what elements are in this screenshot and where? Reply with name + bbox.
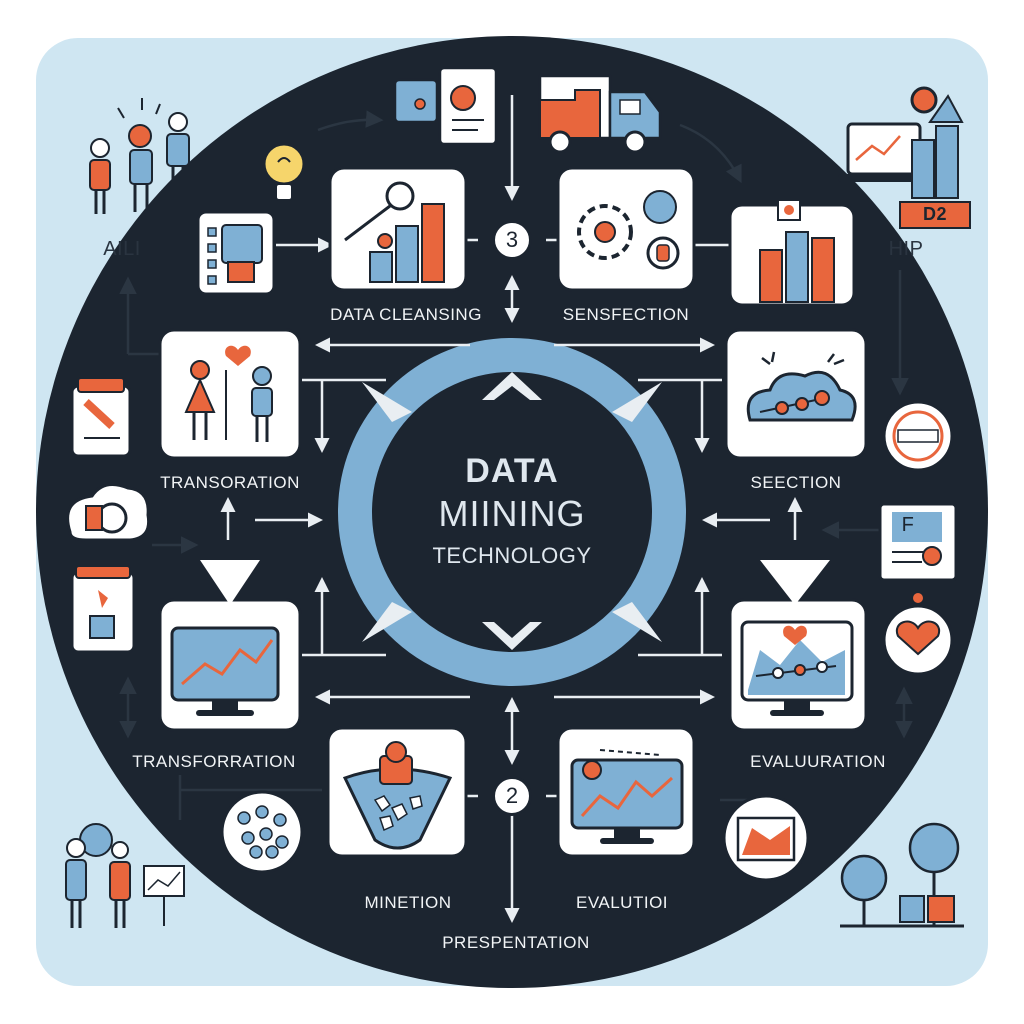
- document-check-icon: [878, 502, 958, 582]
- card-transoration[interactable]: [158, 328, 302, 460]
- document-badge-letter: F: [901, 514, 915, 536]
- center-title-line3: TECHNOLOGY: [432, 543, 592, 568]
- stamp-icon: [882, 400, 954, 472]
- money-cloud-icon: [66, 482, 151, 542]
- card-transforration[interactable]: [158, 560, 302, 732]
- card-evaluuration[interactable]: [728, 560, 868, 732]
- label-seection: SEECTION: [750, 473, 842, 492]
- shopping-icon: [70, 565, 136, 654]
- corner-label-hip: HIP: [888, 238, 924, 260]
- truck-icon: [538, 74, 662, 154]
- card-data-cleansing[interactable]: [328, 166, 468, 292]
- cart-card-icon: [722, 794, 810, 882]
- center-title: DATA MIINING TECHNOLOGY: [432, 452, 591, 569]
- label-prespentation: PRESPENTATION: [442, 933, 590, 952]
- corner-label-aili: AILI: [103, 238, 141, 260]
- label-evalutioi: EVALUTIOI: [575, 893, 669, 912]
- center-title-line1: DATA: [465, 452, 559, 490]
- card-inventory[interactable]: [196, 210, 276, 296]
- lightbulb-icon: [262, 142, 306, 201]
- ring-chevrons: [362, 372, 662, 650]
- card-evalutioi[interactable]: [556, 726, 696, 858]
- card-seection[interactable]: [724, 328, 868, 460]
- d2-badge: [899, 201, 971, 229]
- step-number-2: 2: [492, 776, 532, 816]
- card-sensfection[interactable]: [556, 166, 696, 292]
- outer-connectors: [119, 110, 913, 820]
- heart-badge-icon: [882, 584, 954, 676]
- connectors: [220, 95, 803, 923]
- corner-badge-d2: D2: [922, 204, 948, 224]
- laptop-chart-icon: [838, 86, 964, 199]
- label-minetion: MINETION: [364, 893, 452, 912]
- clipboard-icon: [70, 377, 132, 458]
- label-transforration: TRANSFORRATION: [132, 752, 296, 771]
- network-icon: [220, 790, 304, 874]
- presenters-icon: [65, 823, 185, 928]
- trees-icon: [840, 822, 964, 928]
- team-idea-icon: [89, 98, 190, 214]
- label-sensfection: SENSFECTION: [562, 305, 690, 324]
- label-data-cleansing: DATA CLEANSING: [330, 305, 482, 324]
- card-minetion[interactable]: [326, 726, 468, 858]
- center-ring: [338, 338, 686, 686]
- label-evaluuration: EVALUURATION: [750, 752, 886, 771]
- center-title-line2: MIINING: [438, 493, 586, 534]
- label-transoration: TRANSORATION: [160, 473, 300, 492]
- document-icon: [393, 66, 498, 146]
- step-number-3: 3: [492, 220, 532, 260]
- card-stack-chart[interactable]: [728, 199, 856, 307]
